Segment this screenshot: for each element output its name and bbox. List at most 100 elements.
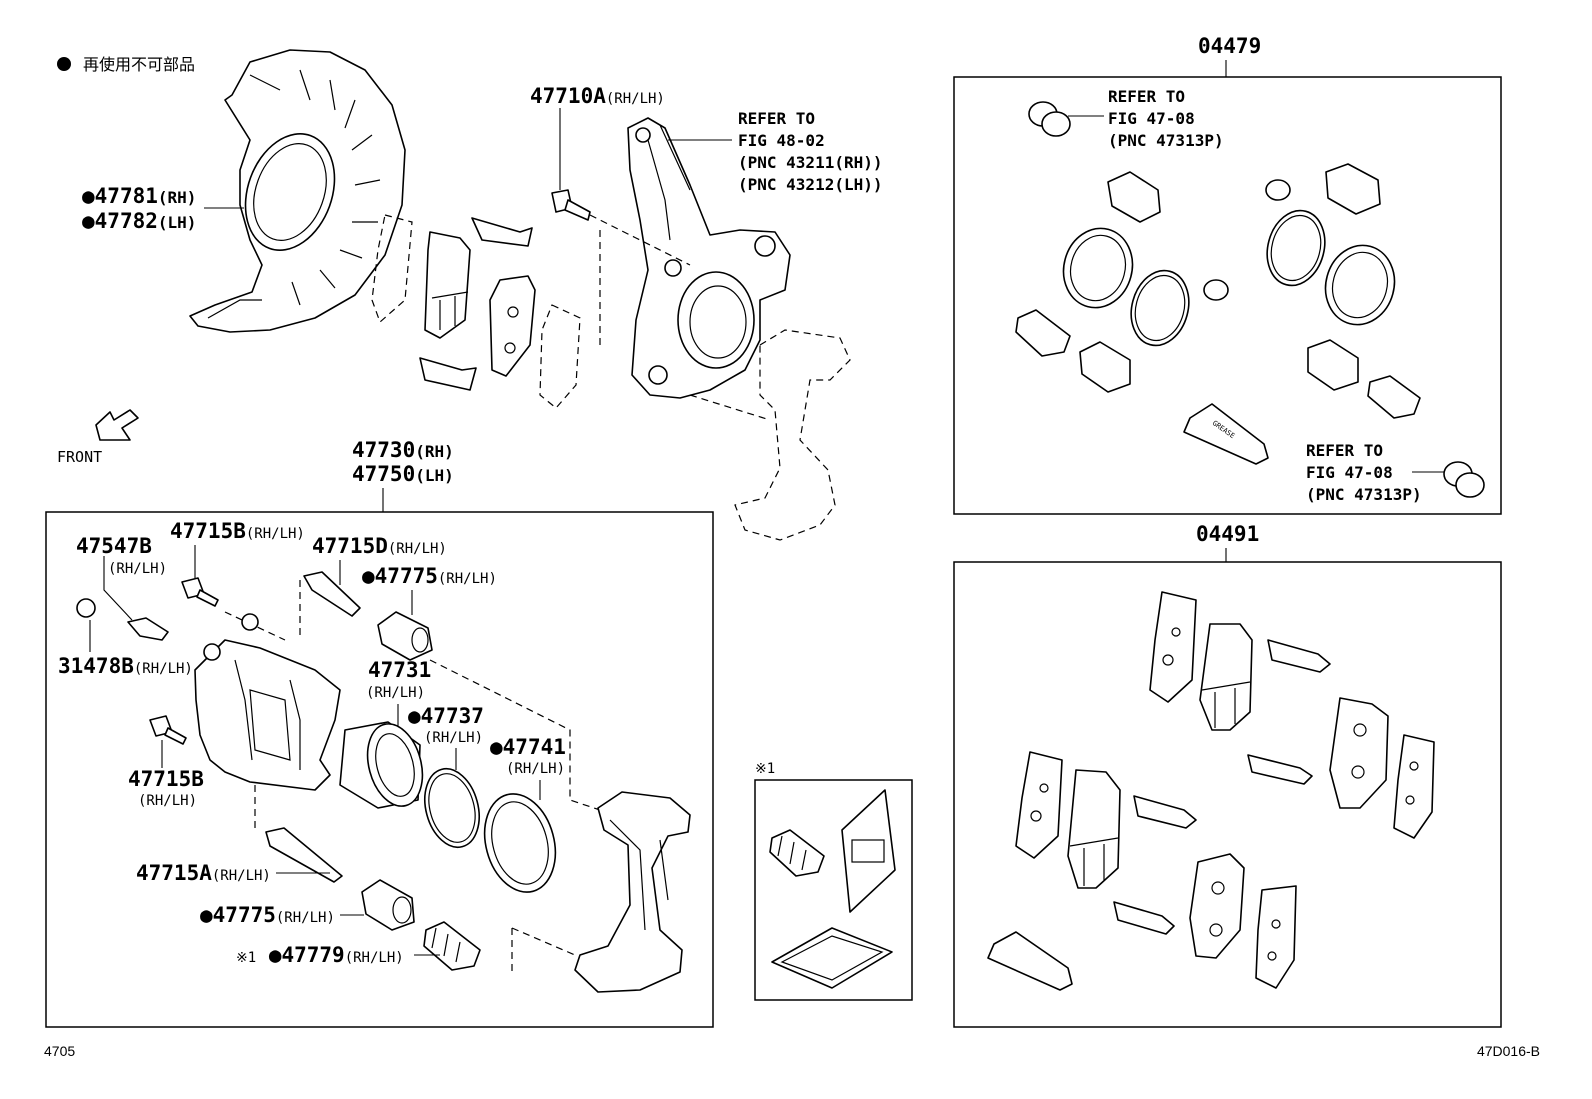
p47775-top-dot: ●: [362, 564, 375, 588]
p47715D-side: (RH/LH): [388, 541, 447, 557]
p47715A-part: 47715A: [136, 861, 212, 885]
svg-text:31478B(RH/LH): 31478B(RH/LH): [58, 654, 193, 678]
slide-pin-47715A-drawing: [265, 827, 343, 883]
sleeve-47779-drawing: [423, 921, 481, 971]
p47741-dot: ●: [490, 735, 503, 759]
piston-boot-drawing: [483, 793, 557, 893]
p47741-part: 47741: [503, 735, 566, 759]
caliper-body-drawing: [194, 613, 341, 791]
front-label: FRONT: [57, 448, 102, 466]
shield-rh-part: 47781: [95, 184, 158, 208]
bleeder-screw-drawing: [76, 598, 169, 641]
legend-dot: [57, 57, 71, 71]
p47715B-mid-side: (RH/LH): [138, 793, 197, 809]
p47737-part: 47737: [421, 704, 484, 728]
note1-box: [754, 779, 913, 1001]
svg-text:●47781(RH): ●47781(RH): [82, 184, 196, 208]
note1-contents-drawing: [769, 789, 896, 989]
p47547B-side: (RH/LH): [108, 561, 167, 577]
caliper-lh-side: (LH): [415, 466, 454, 485]
p47775-top-part: 47775: [375, 564, 438, 588]
svg-text:47715D(RH/LH): 47715D(RH/LH): [312, 534, 447, 558]
kit-04491-parts-drawing: [987, 591, 1435, 991]
svg-text:●47737: ●47737: [408, 704, 484, 728]
ref-bot-l1: REFER TO: [1306, 441, 1383, 460]
p47715B-mid-part: 47715B: [128, 767, 204, 791]
p47731-side: (RH/LH): [366, 685, 425, 701]
p47779-side: (RH/LH): [345, 950, 404, 966]
p47775-bot-part: 47775: [213, 903, 276, 927]
kit-04479-parts-drawing: GREASE: [1015, 163, 1421, 465]
p47775-bot-side: (RH/LH): [276, 910, 335, 926]
shield-rh-dot: ●: [82, 184, 95, 208]
p47737-side: (RH/LH): [424, 730, 483, 746]
ref-bot-l2: FIG 47-08: [1306, 463, 1393, 482]
caliper-rh-side: (RH): [415, 442, 454, 461]
svg-text:47715B(RH/LH): 47715B(RH/LH): [170, 519, 305, 543]
dust-shield-drawing: [189, 49, 406, 333]
svg-text:47710A(RH/LH): 47710A(RH/LH): [530, 84, 665, 108]
piston-drawing: [339, 721, 424, 809]
steering-knuckle-drawing: [627, 117, 791, 399]
footer-right: 47D016-B: [1477, 1043, 1540, 1059]
bolt-47715B-top-drawing: [181, 577, 219, 607]
caliper-lh-part: 47750: [352, 462, 415, 486]
kit-04491-part: 04491: [1196, 522, 1259, 546]
bolt-47710A-drawing: [551, 189, 591, 221]
upper-bracket-drawing: [599, 230, 851, 541]
bolt-47710A-side: (RH/LH): [606, 91, 665, 107]
p47741-side: (RH/LH): [506, 761, 565, 777]
kit-04479-bottom-rings-drawing: [1443, 461, 1485, 498]
p47779-part: 47779: [281, 943, 344, 967]
upper-pads-drawing: [371, 214, 581, 409]
svg-text:47750(LH): 47750(LH): [352, 462, 454, 486]
svg-text:●47775(RH/LH): ●47775(RH/LH): [200, 903, 335, 927]
p31478B-part: 31478B: [58, 654, 134, 678]
shield-lh-side: (LH): [158, 213, 197, 232]
shield-lh-dot: ●: [82, 209, 95, 233]
p47547B-part: 47547B: [76, 534, 152, 558]
front-arrow-icon: [95, 409, 139, 441]
boot-47775-bot-drawing: [361, 879, 415, 931]
slide-pin-47715D-drawing: [303, 571, 361, 617]
caliper-bracket-drawing: [574, 791, 691, 993]
svg-text:※1 ●47779(RH/LH): ※1 ●47779(RH/LH): [236, 943, 404, 967]
ref-top-l3: (PNC 47313P): [1108, 131, 1224, 150]
boot-47775-top-drawing: [377, 611, 433, 661]
ref-top-l1: REFER TO: [1108, 87, 1185, 106]
legend-text: 再使用不可部品: [83, 56, 195, 74]
svg-text:47730(RH): 47730(RH): [352, 438, 454, 462]
footer-left: 4705: [44, 1043, 75, 1059]
knuckle-ref-l4: (PNC 43212(LH)): [738, 175, 883, 194]
bolt-47710A-part: 47710A: [530, 84, 606, 108]
caliper-rh-part: 47730: [352, 438, 415, 462]
svg-text:●47775(RH/LH): ●47775(RH/LH): [362, 564, 497, 588]
shield-rh-side: (RH): [158, 188, 197, 207]
note1-label: ※1: [755, 761, 775, 777]
caliper-assembly-box: [45, 511, 714, 1028]
kit-04479-box: [953, 76, 1502, 515]
p47715B-top-side: (RH/LH): [246, 526, 305, 542]
kit-04479-top-rings-drawing: [1028, 101, 1071, 137]
p31478B-side: (RH/LH): [134, 661, 193, 677]
knuckle-ref-l1: REFER TO: [738, 109, 815, 128]
p47775-top-side: (RH/LH): [438, 571, 497, 587]
shield-lh-part: 47782: [95, 209, 158, 233]
kit-04491-box: [953, 561, 1502, 1028]
knuckle-ref-l2: FIG 48-02: [738, 131, 825, 150]
p47779-dot: ●: [269, 943, 282, 967]
ref-top-l2: FIG 47-08: [1108, 109, 1195, 128]
p47737-dot: ●: [408, 704, 421, 728]
svg-text:●47782(LH): ●47782(LH): [82, 209, 196, 233]
p47731-part: 47731: [368, 658, 431, 682]
knuckle-ref-l3: (PNC 43211(RH)): [738, 153, 883, 172]
ref-bot-l3: (PNC 47313P): [1306, 485, 1422, 504]
bolt-47715B-mid-drawing: [149, 715, 187, 745]
p47775-bot-dot: ●: [200, 903, 213, 927]
p47715A-side: (RH/LH): [212, 868, 271, 884]
kit-04479-part: 04479: [1198, 34, 1261, 58]
p47715D-part: 47715D: [312, 534, 388, 558]
svg-text:47715A(RH/LH): 47715A(RH/LH): [136, 861, 271, 885]
p47715B-top-part: 47715B: [170, 519, 246, 543]
